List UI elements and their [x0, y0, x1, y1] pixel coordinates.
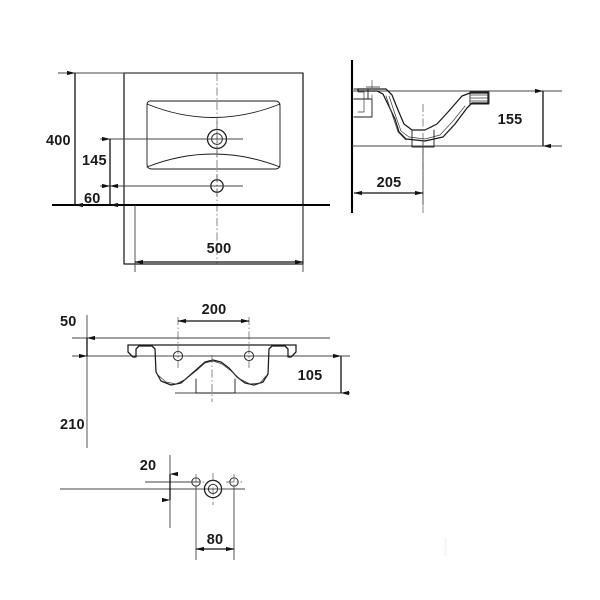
dimension-60: 60 [84, 183, 119, 208]
underside-profile-outline [127, 344, 297, 386]
dim-80-label: 80 [207, 532, 224, 548]
dimension-50: 50 [60, 314, 96, 359]
dimension-80: 80 [195, 487, 235, 560]
dim-205-label: 205 [377, 175, 402, 191]
underside-drain-boss [195, 378, 236, 394]
dim-50-label: 50 [60, 314, 77, 330]
dimension-145: 145 [82, 136, 119, 189]
basin-section-inner-wall [388, 95, 466, 140]
dim-20-label: 20 [140, 458, 157, 474]
bowl-bottom-curve [146, 153, 281, 168]
wall-fixing-lower [353, 98, 373, 118]
detail-holes-view: 20 80 [60, 455, 245, 560]
watermark-artifact [444, 538, 447, 556]
dim-200-label: 200 [202, 302, 227, 318]
underside-profile-inner [157, 360, 267, 385]
overflow-rim-block [469, 91, 490, 105]
dimension-500: 500 [134, 205, 304, 272]
dimension-155: 155 [498, 88, 552, 149]
basin-section-wall-edge [385, 95, 407, 141]
dim-145-label: 145 [82, 153, 107, 169]
dim-500-label: 500 [207, 241, 232, 257]
wall-fixing-inner [357, 91, 365, 113]
dim-60-label: 60 [84, 191, 101, 207]
front-underside-view: 50 210 200 105 [60, 302, 350, 448]
dimension-205: 205 [353, 140, 424, 205]
dimension-210: 210 [60, 417, 85, 433]
dimension-200: 200 [177, 302, 250, 324]
dimension-400: 400 [46, 70, 84, 208]
dim-105-label: 105 [298, 368, 323, 384]
dim-400-label: 400 [46, 133, 71, 149]
dimension-105: 105 [298, 353, 350, 396]
plan-view: 400 145 60 500 [46, 70, 330, 272]
dim-210-label: 210 [60, 417, 85, 433]
side-section-view: 155 205 [350, 60, 562, 213]
dim-155-label: 155 [498, 112, 523, 128]
bowl-top-curve [146, 103, 281, 118]
dimension-20: 20 [140, 458, 200, 503]
basin-section-outline [357, 88, 489, 142]
